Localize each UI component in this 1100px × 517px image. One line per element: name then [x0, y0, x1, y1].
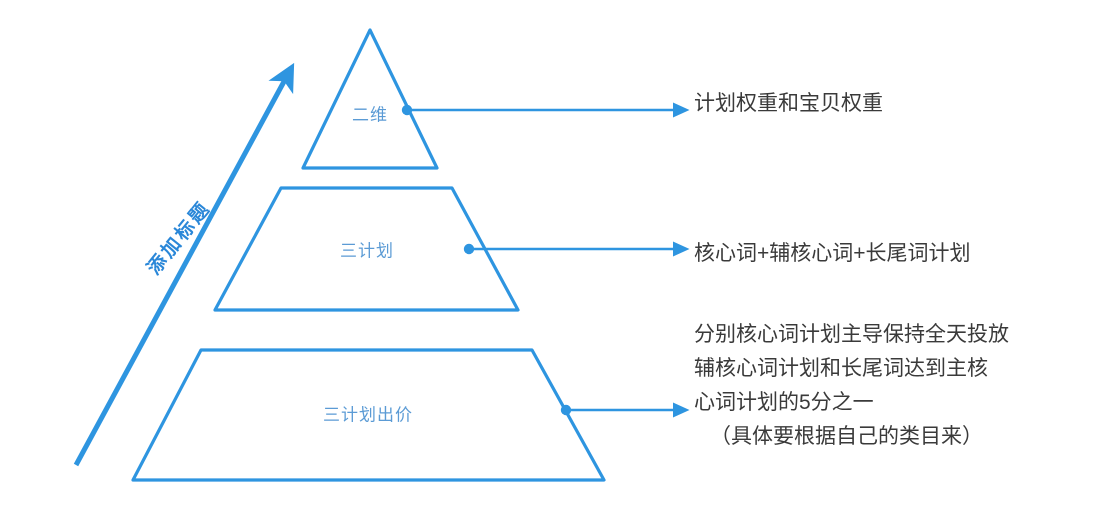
trapezoid-shape-middle[interactable]: [213, 186, 520, 312]
annotation-top: 计划权重和宝贝权重: [694, 87, 883, 121]
annotation-middle: 核心词+辅核心词+长尾词计划: [694, 237, 971, 271]
arrow-up-right-icon: [73, 62, 295, 467]
annotation-bottom-line-4: （具体要根据自己的类目来）: [710, 425, 983, 448]
pyramid-label-middle: 三计划: [340, 241, 394, 261]
triangle-shape[interactable]: [301, 28, 439, 170]
trapezoid-shape-bottom[interactable]: [131, 348, 606, 482]
pyramid-level-top[interactable]: [301, 28, 690, 170]
annotation-bottom-line-2: 辅核心词计划和长尾词达到主核: [694, 357, 988, 380]
pyramid-label-bottom: 三计划出价: [323, 405, 413, 425]
annotation-top-line-1: 计划权重和宝贝权重: [694, 92, 883, 115]
annotation-middle-line-1: 核心词+辅核心词+长尾词计划: [694, 242, 971, 265]
pyramid-level-bottom[interactable]: [131, 348, 690, 482]
annotation-bottom: 分别核心词计划主导保持全天投放 辅核心词计划和长尾词达到主核 心词计划的5分之一…: [694, 318, 1009, 454]
pyramid-label-top: 二维: [352, 105, 388, 125]
annotation-bottom-line-3: 心词计划的5分之一: [694, 391, 874, 414]
axis-arrow: [73, 62, 295, 467]
annotation-bottom-line-1: 分别核心词计划主导保持全天投放: [694, 323, 1009, 346]
pyramid-level-middle[interactable]: [213, 186, 690, 312]
